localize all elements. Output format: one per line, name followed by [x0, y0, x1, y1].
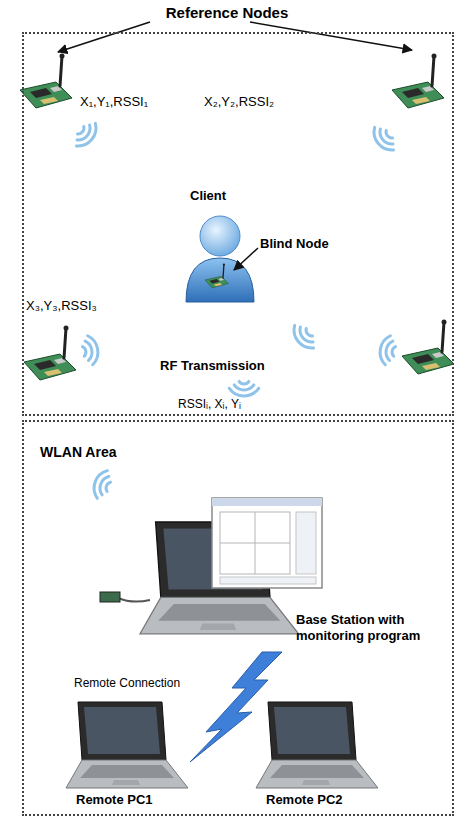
annotation-label: Remote Connection: [74, 676, 214, 690]
wlan-area: WLAN AreaBase Station with monitoring pr…: [22, 420, 454, 816]
radio-wave: [378, 334, 397, 365]
node-text: Reference Nodes: [122, 4, 332, 22]
base-station: [100, 498, 322, 634]
radio-wave: [289, 321, 319, 353]
radio-wave: [229, 381, 258, 396]
person-body: [186, 258, 254, 302]
radio-wave: [81, 334, 100, 365]
base-station-node: Base Station with monitoring program: [140, 494, 452, 646]
node-text: X₃,Y₃,RSSI₃: [26, 298, 134, 314]
window-grid: [220, 512, 290, 574]
reference-arrows: [58, 22, 412, 52]
sensor-board: [392, 54, 444, 109]
leader-arrow: [234, 248, 258, 270]
blind-node-board: [205, 263, 228, 288]
radio-waves: [71, 119, 399, 501]
client-node: ClientBlind Node: [180, 184, 352, 306]
window-panel: [296, 512, 316, 574]
node-text: X₁,Y₁,RSSI₁: [80, 94, 192, 110]
usb-cable: [118, 598, 150, 602]
reference-node: X₂,Y₂,RSSI₂: [200, 58, 452, 130]
remote-pc-node: Remote PC1: [60, 694, 210, 814]
laptop: [66, 702, 188, 788]
grid-line: [220, 543, 290, 544]
node-text: Base Station with monitoring program: [296, 612, 448, 643]
leader-arrow: [58, 22, 150, 52]
sensor-board: [24, 326, 76, 381]
window-titlebar: [212, 498, 322, 506]
usb-dongle: [100, 592, 120, 602]
radio-wave: [71, 119, 101, 151]
node-text: Client: [190, 188, 270, 204]
window-panel: [220, 577, 316, 584]
node-text: Remote PC2: [266, 792, 386, 808]
sensor-board: [402, 320, 454, 375]
laptop: [256, 702, 378, 788]
leader-arrow: [250, 22, 412, 50]
node-text: WLAN Area: [40, 444, 160, 461]
person-head: [200, 216, 240, 256]
annotation-label: RSSIᵢ, Xᵢ, Yᵢ: [178, 397, 308, 411]
remote-pcs: [66, 702, 378, 788]
sensor-board: [20, 54, 72, 109]
node-text: X₂,Y₂,RSSI₂: [204, 94, 324, 110]
radio-wave: [90, 468, 114, 501]
remote-pc-node: Remote PC2: [250, 694, 400, 814]
client-figure: [186, 216, 258, 302]
node-text: Blind Node: [260, 236, 350, 252]
node-text: Remote PC1: [76, 792, 196, 808]
reference-devices: [20, 54, 454, 381]
reference-node: X₃,Y₃,RSSI₃: [24, 292, 136, 388]
monitor-window: [212, 498, 322, 588]
reference-node: X₁,Y₁,RSSI₁: [22, 58, 192, 130]
annotation-label: RF Transmission: [160, 358, 300, 374]
radio-wave: [369, 123, 399, 155]
